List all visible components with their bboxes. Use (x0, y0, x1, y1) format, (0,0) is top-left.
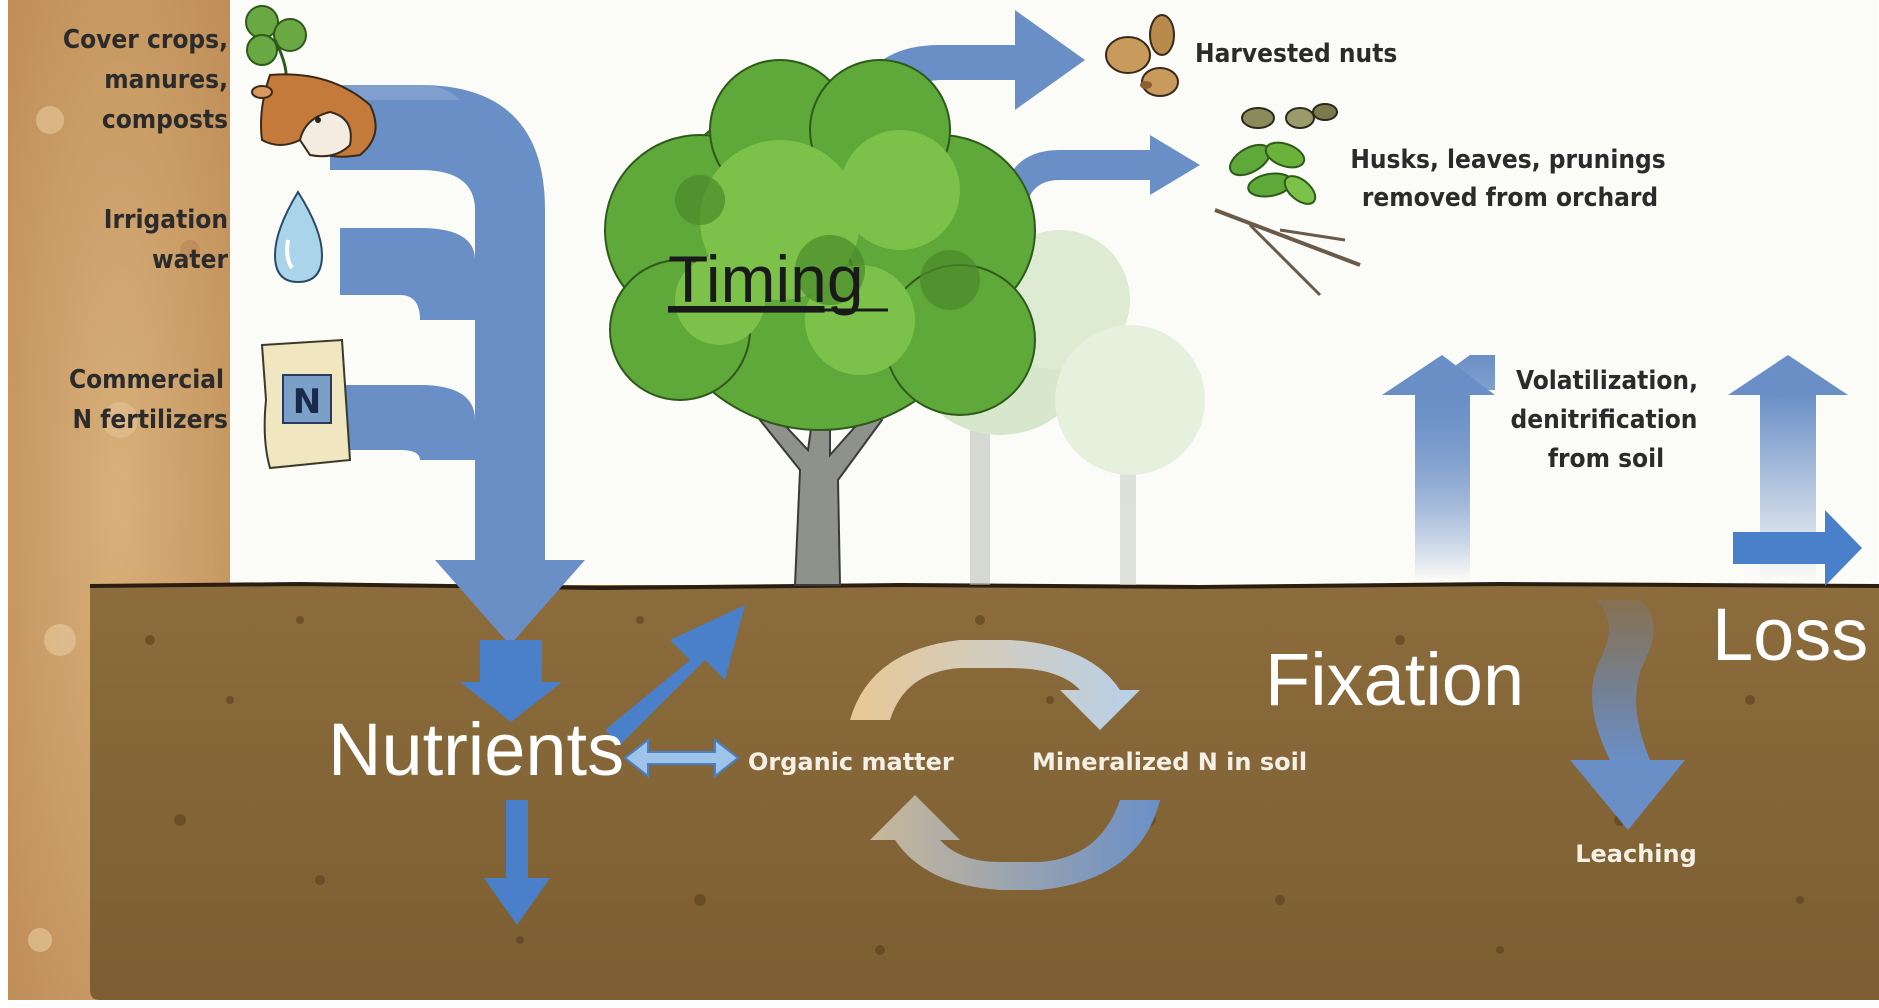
label-fertilizers-line1: Commercial (69, 365, 224, 395)
label-nutrients: Nutrients (328, 708, 624, 791)
fertilizer-bag-letter: N (293, 382, 321, 422)
label-cover-crops-line1: Cover crops, (63, 25, 228, 55)
label-volatilization-line2: denitrification (1511, 405, 1698, 435)
label-fixation: Fixation (1265, 638, 1524, 721)
label-husks-line2: removed from orchard (1362, 183, 1658, 213)
label-husks-line1: Husks, leaves, prunings (1350, 145, 1665, 175)
label-timing: Timing (668, 242, 864, 316)
label-cover-crops-line2: manures, (104, 65, 228, 95)
label-cover-crops-line3: composts (102, 105, 228, 135)
label-loss: Loss (1712, 593, 1868, 676)
label-irrigation-line1: Irrigation (104, 205, 228, 235)
label-fertilizers-line2: N fertilizers (73, 405, 228, 435)
label-irrigation-line2: water (152, 245, 228, 275)
label-organic-matter: Organic matter (748, 748, 954, 776)
label-harvested-nuts: Harvested nuts (1195, 39, 1397, 69)
label-volatilization-line1: Volatilization, (1516, 366, 1698, 396)
label-volatilization-line3: from soil (1548, 444, 1664, 474)
fertilizer-bag-icon: N (262, 340, 350, 468)
label-mineralized-n: Mineralized N in soil (1032, 748, 1307, 776)
label-leaching: Leaching (1575, 840, 1697, 868)
